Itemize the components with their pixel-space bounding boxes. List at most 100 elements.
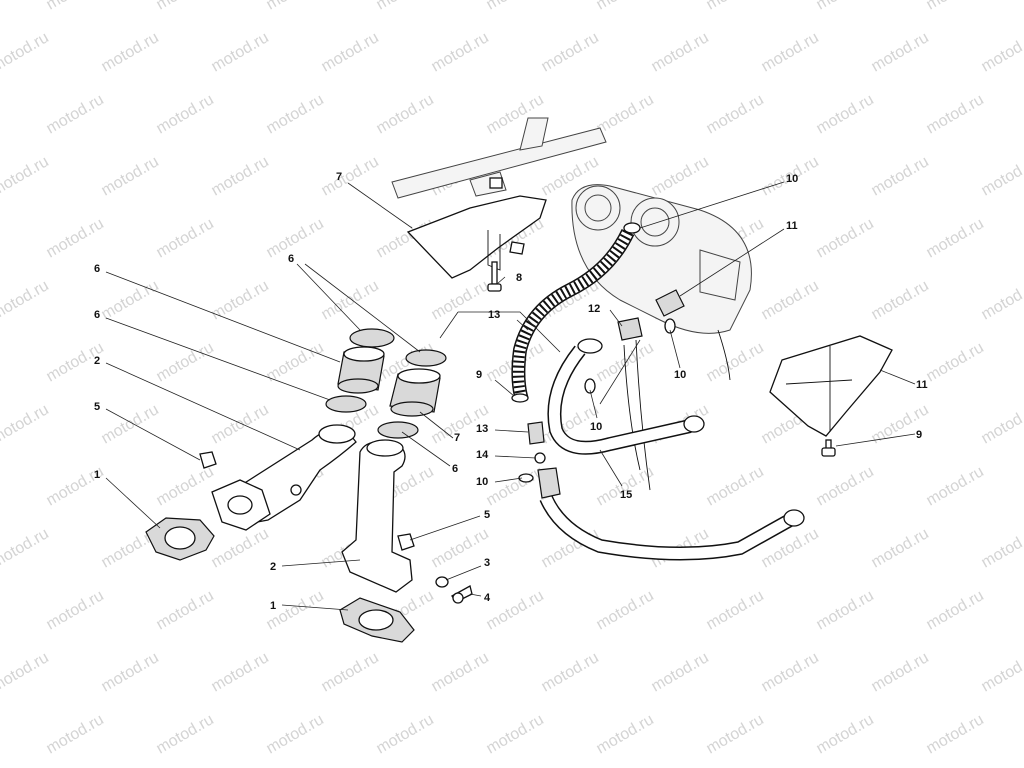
watermark-text: motod.ru (484, 587, 547, 633)
watermark-text: motod.ru (924, 587, 987, 633)
callout-1-left: 1 (94, 469, 100, 481)
part-3-washer (435, 576, 449, 588)
part-1-gasket-left (145, 517, 215, 561)
leader-lines (105, 181, 916, 611)
part-14-spring-hose (511, 228, 635, 403)
callout-11-top: 10 (786, 173, 798, 185)
callout-12: 11 (916, 379, 928, 391)
callout-13-top: 12 (588, 303, 600, 315)
watermark-text: motod.ru (814, 463, 877, 509)
watermark-text: motod.ru (264, 339, 327, 385)
callout-9-top: 8 (516, 272, 522, 284)
part-12-cover (769, 335, 893, 437)
watermark-text: motod.ru (704, 463, 767, 509)
watermark-text: motod.ru (154, 91, 217, 137)
callout-7-left: 6 (94, 263, 100, 275)
watermark-text: motod.ru (374, 711, 437, 757)
part-2-intake-manifold-left (211, 424, 357, 531)
watermark-text: motod.ru (99, 29, 162, 75)
watermark-text: motod.ru (924, 0, 987, 13)
watermark-text: motod.ru (924, 215, 987, 261)
watermark-text: motod.ru (319, 277, 382, 323)
part-7-sleeve-right (389, 368, 441, 417)
callout-4: 4 (484, 592, 491, 604)
watermark-text: motod.ru (649, 29, 712, 75)
watermark-text: motod.ru (539, 29, 602, 75)
part-6-clamp-upper-right (405, 349, 447, 367)
callout-5-right: 5 (484, 509, 490, 521)
watermark-text: motod.ru (814, 711, 877, 757)
watermark-text: motod.ru (209, 401, 272, 447)
part-6-clamp-lower-right (377, 421, 419, 439)
callout-8: 7 (336, 171, 342, 183)
watermark-text: motod.ru (979, 277, 1024, 323)
watermark-text: motod.ru (759, 29, 822, 75)
watermark-text: motod.ru (869, 29, 932, 75)
part-13-fitting-upper (617, 317, 643, 341)
watermark-text: motod.ru (374, 0, 437, 13)
lower-drain-hose (539, 494, 805, 561)
callout-labels: 7 8 6 6 6 2 5 1 7 6 5 2 1 3 4 10 11 11 9… (94, 171, 928, 612)
part-7-sleeve-left (337, 346, 385, 394)
watermark-text: motod.ru (869, 153, 932, 199)
watermark-text: motod.ru (209, 153, 272, 199)
callout-5-left: 5 (94, 401, 100, 413)
callout-3: 3 (484, 557, 490, 569)
callout-15: 14 (476, 449, 489, 461)
watermark-text: motod.ru (759, 649, 822, 695)
watermark-text: motod.ru (0, 649, 52, 695)
callout-11-bottom: 11 (786, 220, 798, 232)
part-10-clamp-fittings (511, 318, 676, 499)
watermark-text: motod.ru (704, 711, 767, 757)
part-2-intake-manifold-right (341, 439, 413, 593)
part-16-hose (547, 338, 705, 455)
callout-6-top: 6 (288, 253, 294, 265)
watermark-text: motod.ru (429, 29, 492, 75)
watermark-text: motod.ru (979, 649, 1024, 695)
watermark-text: motod.ru (209, 525, 272, 571)
watermark-text: motod.ru (594, 711, 657, 757)
watermark-text: motod.ru (264, 215, 327, 261)
watermark-text: motod.ru (99, 401, 162, 447)
watermark-text: motod.ru (44, 0, 107, 13)
watermark-text: motod.ru (979, 153, 1024, 199)
part-15-fitting (534, 452, 546, 464)
callout-7-right: 7 (454, 432, 460, 444)
watermark-text: motod.ru (0, 29, 52, 75)
watermark-text: motod.ru (0, 277, 52, 323)
watermark-text: motod.ru (264, 0, 327, 13)
watermark-text: motod.ru (704, 587, 767, 633)
watermark-text: motod.ru (924, 91, 987, 137)
callout-16: 15 (620, 489, 632, 501)
watermark-text: motod.ru (979, 401, 1024, 447)
part-8-bracket (406, 177, 547, 279)
callout-13-bottom: 13 (476, 423, 488, 435)
watermark-text: motod.ru (0, 525, 52, 571)
watermark-text: motod.ru (924, 463, 987, 509)
callout-14: 13 (488, 309, 500, 321)
carburetor-assembly (571, 184, 752, 491)
callout-2-bottom: 2 (270, 561, 276, 573)
watermark-text: motod.ru (99, 649, 162, 695)
watermark-text: motod.ru (264, 91, 327, 137)
watermark-text: motod.ru (44, 215, 107, 261)
watermark-text: motod.ru (759, 277, 822, 323)
watermark-text: motod.ru (869, 401, 932, 447)
part-13-fitting-lower (527, 421, 545, 445)
watermark-text: motod.ru (0, 153, 52, 199)
watermark-text: motod.ru (649, 153, 712, 199)
watermark-text: motod.ru (924, 711, 987, 757)
watermark-text: motod.ru (814, 0, 877, 13)
watermark-text: motod.ru (814, 215, 877, 261)
watermark-text: motod.ru (209, 29, 272, 75)
watermark-text: motod.ru (44, 587, 107, 633)
watermark-text: motod.ru (99, 277, 162, 323)
watermark-text: motod.ru (154, 215, 217, 261)
callout-6-right: 6 (452, 463, 458, 475)
watermark-text: motod.ru (319, 153, 382, 199)
watermark-text: motod.ru (869, 277, 932, 323)
watermark-text: motod.ru (594, 0, 657, 13)
watermark-text: motod.ru (319, 29, 382, 75)
watermark-text: motod.ru (374, 91, 437, 137)
